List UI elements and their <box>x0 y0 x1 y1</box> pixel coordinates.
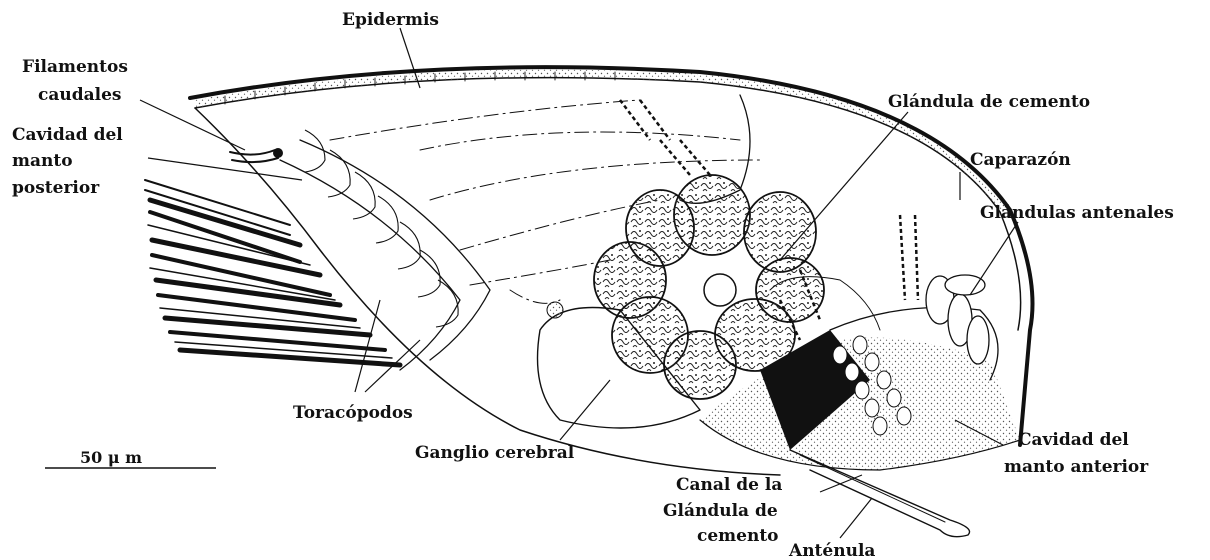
label-cavidad-posterior-line3: posterior <box>12 178 100 198</box>
label-caparazon: Caparazón <box>970 150 1071 170</box>
label-cavidad-posterior-line2: manto <box>12 151 73 171</box>
label-ganglio-cerebral: Ganglio cerebral <box>415 443 575 463</box>
label-cavidad-anterior-line2: manto anterior <box>1004 457 1149 477</box>
label-cavidad-anterior-line1: Cavidad del <box>1018 430 1129 450</box>
label-canal-line1: Canal de la <box>676 475 782 495</box>
label-toracopodos: Toracópodos <box>293 403 413 423</box>
label-canal-line3: cemento <box>697 526 779 546</box>
label-glandula-cemento: Glándula de cemento <box>888 92 1090 112</box>
label-cavidad-posterior-line1: Cavidad del <box>12 125 123 145</box>
label-canal-line2: Glándula de <box>663 501 778 521</box>
label-epidermis: Epidermis <box>342 10 439 30</box>
ganglion-dot <box>547 302 563 318</box>
label-filamentos-line1: Filamentos <box>22 57 128 77</box>
label-scale: 50 μ m <box>80 448 142 467</box>
label-filamentos-line2: caudales <box>38 85 121 105</box>
label-antenula: Anténula <box>788 541 875 560</box>
label-glandulas-antenales: Glándulas antenales <box>980 203 1174 223</box>
thoracopods-drawing <box>145 130 490 370</box>
